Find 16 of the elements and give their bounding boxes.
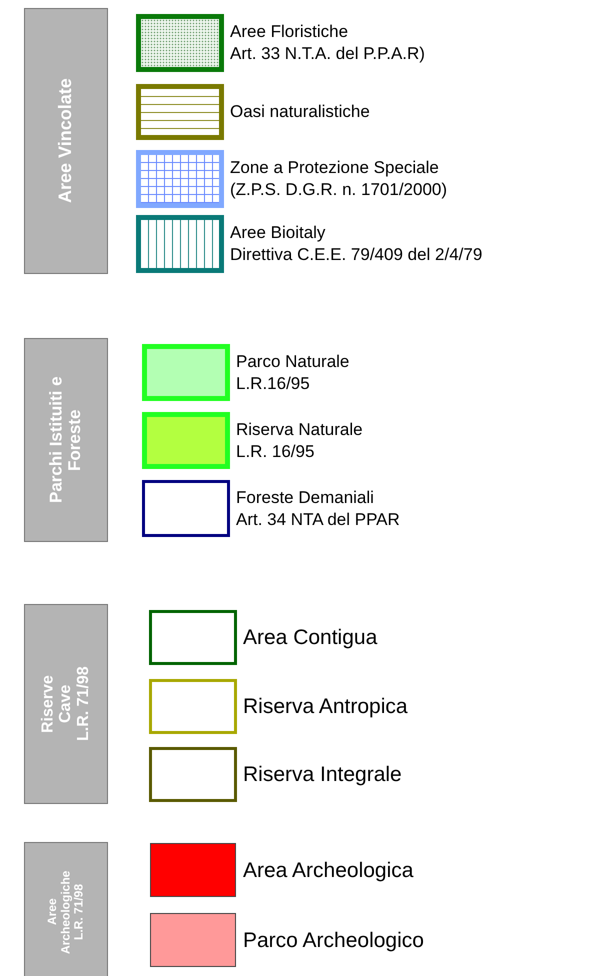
group-header: Parchi Istituiti e Foreste (24, 338, 108, 542)
legend-label: Area Archeologica (243, 858, 414, 884)
legend-label: Zone a Protezione Speciale (Z.P.S. D.G.R. n. 1701/2000) (230, 157, 448, 202)
group-header: Aree Vincolate (24, 8, 108, 274)
legend-label: Parco Naturale L.R.16/95 (236, 350, 350, 395)
group-header: Riserve Cave L.R. 71/98 (24, 604, 108, 804)
legend-label: Area Contigua (243, 625, 378, 651)
legend-label: Parco Archeologico (243, 928, 424, 954)
legend-label: Riserva Antropica (243, 694, 408, 720)
legend-label: Foreste Demaniali Art. 34 NTA del PPAR (236, 486, 400, 531)
legend-label: Oasi naturalistiche (230, 101, 370, 123)
legend-label: Aree Bioitaly Direttiva C.E.E. 79/409 del 2/4/79 (230, 222, 482, 266)
legend-label: Riserva Integrale (243, 762, 402, 788)
legend-label: Riserva Naturale L.R. 16/95 (236, 418, 363, 463)
legend-label: Aree Floristiche Art. 33 N.T.A. del P.P.A.R) (230, 21, 425, 66)
group-header: Aree Archeologiche L.R. 71/98 (24, 842, 108, 976)
